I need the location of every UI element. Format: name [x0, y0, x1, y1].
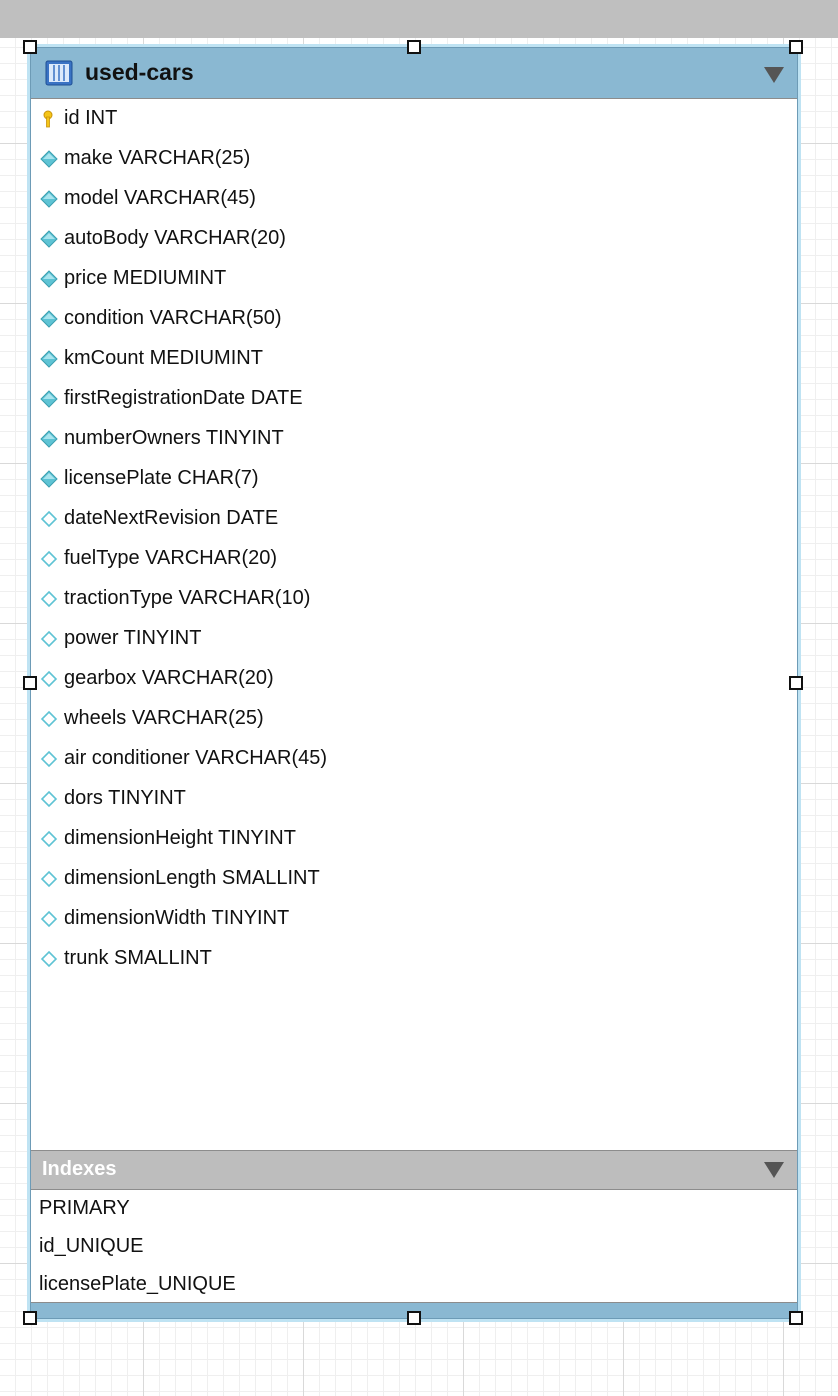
column-row[interactable]: gearbox VARCHAR(20)	[31, 659, 797, 699]
resize-handle[interactable]	[23, 40, 37, 54]
filled-diamond-icon	[39, 270, 59, 288]
column-label: power TINYINT	[64, 627, 202, 649]
column-label: dors TINYINT	[64, 787, 186, 809]
indexes-header[interactable]: Indexes	[31, 1151, 797, 1189]
column-row[interactable]: trunk SMALLINT	[31, 939, 797, 979]
column-label: dimensionWidth TINYINT	[64, 907, 290, 929]
index-item[interactable]: licensePlate_UNIQUE	[39, 1273, 236, 1295]
triangle-down-icon[interactable]	[764, 67, 784, 83]
column-label: licensePlate CHAR(7)	[64, 467, 259, 489]
column-row[interactable]: tractionType VARCHAR(10)	[31, 579, 797, 619]
hollow-diamond-icon	[39, 950, 59, 968]
column-label: fuelType VARCHAR(20)	[64, 547, 278, 569]
filled-diamond-icon	[39, 310, 59, 328]
column-row[interactable]: kmCount MEDIUMINT	[31, 339, 797, 379]
hollow-diamond-icon	[39, 510, 59, 528]
column-label: tractionType VARCHAR(10)	[64, 587, 311, 609]
column-label: id INT	[64, 107, 118, 129]
table-name: used-cars	[85, 59, 194, 85]
column-row[interactable]: licensePlate CHAR(7)	[31, 459, 797, 499]
column-row[interactable]: dimensionLength SMALLINT	[31, 859, 797, 899]
key-icon	[39, 110, 59, 128]
resize-handle[interactable]	[23, 1311, 37, 1325]
column-label: firstRegistrationDate DATE	[64, 387, 303, 409]
filled-diamond-icon	[39, 350, 59, 368]
filled-diamond-icon	[39, 470, 59, 488]
column-row[interactable]: id INT	[31, 99, 797, 139]
column-label: dimensionHeight TINYINT	[64, 827, 296, 849]
filled-diamond-icon	[39, 430, 59, 448]
table-used-cars[interactable]: used-cars id INT make VARCHAR(25) model VA…	[30, 47, 798, 1319]
hollow-diamond-icon	[39, 790, 59, 808]
column-row[interactable]: fuelType VARCHAR(20)	[31, 539, 797, 579]
hollow-diamond-icon	[39, 750, 59, 768]
hollow-diamond-icon	[39, 590, 59, 608]
column-row[interactable]: autoBody VARCHAR(20)	[31, 219, 797, 259]
resize-handle[interactable]	[407, 40, 421, 54]
column-row[interactable]: air conditioner VARCHAR(45)	[31, 739, 797, 779]
column-label: condition VARCHAR(50)	[64, 307, 282, 329]
resize-handle[interactable]	[23, 676, 37, 690]
hollow-diamond-icon	[39, 910, 59, 928]
column-row[interactable]: price MEDIUMINT	[31, 259, 797, 299]
hollow-diamond-icon	[39, 870, 59, 888]
column-row[interactable]: dors TINYINT	[31, 779, 797, 819]
column-row[interactable]: power TINYINT	[31, 619, 797, 659]
column-label: autoBody VARCHAR(20)	[64, 227, 286, 249]
toolbar-strip	[0, 0, 838, 38]
column-row[interactable]: model VARCHAR(45)	[31, 179, 797, 219]
filled-diamond-icon	[39, 390, 59, 408]
hollow-diamond-icon	[39, 830, 59, 848]
column-row[interactable]: dateNextRevision DATE	[31, 499, 797, 539]
resize-handle[interactable]	[789, 1311, 803, 1325]
filled-diamond-icon	[39, 230, 59, 248]
indexes-panel: PRIMARY id_UNIQUE licensePlate_UNIQUE	[31, 1189, 797, 1303]
column-label: wheels VARCHAR(25)	[64, 707, 264, 729]
index-item[interactable]: id_UNIQUE	[39, 1235, 144, 1257]
column-label: trunk SMALLINT	[64, 947, 212, 969]
column-label: numberOwners TINYINT	[64, 427, 284, 449]
resize-handle[interactable]	[789, 676, 803, 690]
triangle-down-icon[interactable]	[764, 1162, 784, 1178]
column-label: dateNextRevision DATE	[64, 507, 279, 529]
index-item[interactable]: PRIMARY	[39, 1197, 130, 1219]
column-label: dimensionLength SMALLINT	[64, 867, 320, 889]
indexes-title: Indexes	[42, 1158, 117, 1180]
column-row[interactable]: condition VARCHAR(50)	[31, 299, 797, 339]
resize-handle[interactable]	[407, 1311, 421, 1325]
column-row[interactable]: make VARCHAR(25)	[31, 139, 797, 179]
column-row[interactable]: firstRegistrationDate DATE	[31, 379, 797, 419]
column-row[interactable]: dimensionWidth TINYINT	[31, 899, 797, 939]
resize-handle[interactable]	[789, 40, 803, 54]
columns-panel: id INT make VARCHAR(25) model VARCHAR(45) a…	[31, 98, 797, 1151]
hollow-diamond-icon	[39, 630, 59, 648]
hollow-diamond-icon	[39, 710, 59, 728]
column-label: model VARCHAR(45)	[64, 187, 256, 209]
column-label: price MEDIUMINT	[64, 267, 227, 289]
filled-diamond-icon	[39, 150, 59, 168]
filled-diamond-icon	[39, 190, 59, 208]
column-row[interactable]: numberOwners TINYINT	[31, 419, 797, 459]
column-row[interactable]: wheels VARCHAR(25)	[31, 699, 797, 739]
column-row[interactable]: dimensionHeight TINYINT	[31, 819, 797, 859]
column-label: gearbox VARCHAR(20)	[64, 667, 274, 689]
column-label: kmCount MEDIUMINT	[64, 347, 263, 369]
hollow-diamond-icon	[39, 550, 59, 568]
table-icon	[45, 60, 73, 86]
hollow-diamond-icon	[39, 670, 59, 688]
column-label: air conditioner VARCHAR(45)	[64, 747, 328, 769]
table-header[interactable]: used-cars	[31, 48, 797, 98]
column-label: make VARCHAR(25)	[64, 147, 251, 169]
